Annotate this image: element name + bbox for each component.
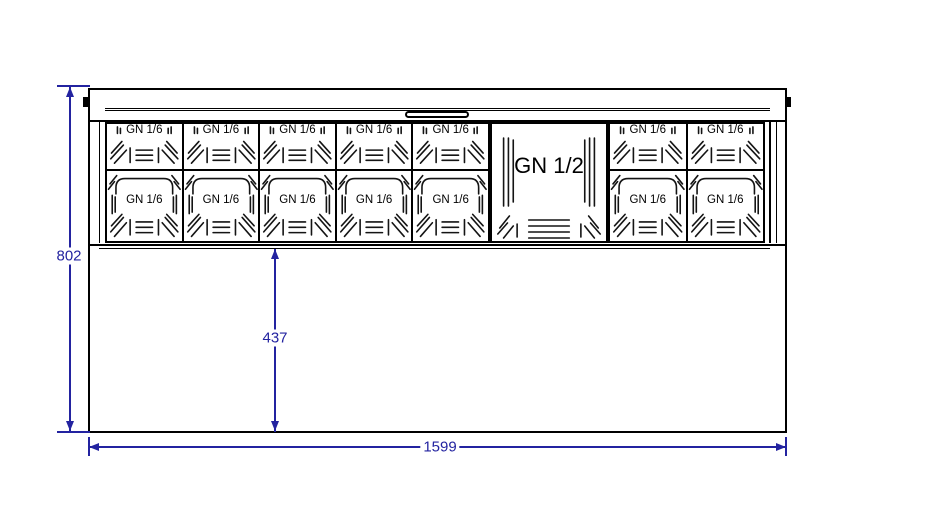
dim-width-arrow-right	[776, 443, 786, 451]
pan-hatch-icon	[337, 124, 412, 169]
dim-depth-arrow-bottom	[271, 421, 279, 431]
pan-label: GN 1/6	[126, 194, 163, 206]
gn16-pan: GN 1/6	[687, 124, 764, 169]
gn16-pan: GN 1/6	[336, 171, 412, 241]
pan-hatch-icon	[688, 171, 764, 241]
pan-hatch-icon	[688, 124, 764, 169]
pan-group-left: GN 1/6 GN 1/6 GN 1/6 GN 1/6 GN 1/6 GN 1/6 GN 1…	[105, 122, 490, 243]
gn16-pan: GN 1/6	[107, 171, 182, 241]
gn16-pan: GN 1/6	[183, 171, 259, 241]
pan-group-center: GN 1/2	[490, 122, 608, 243]
gn16-pan: GN 1/6	[260, 171, 335, 241]
dim-width-label: 1599	[420, 438, 460, 456]
tray-rail-right-inner	[776, 122, 777, 243]
tray-bottom-inner-edge	[99, 248, 770, 249]
dim-width-arrow-left	[89, 443, 99, 451]
pan-label: GN 1/6	[355, 124, 393, 136]
gn16-pan: GN 1/6	[413, 171, 488, 241]
pan-label: GN 1/6	[279, 194, 316, 206]
dim-height-ext-bottom	[57, 431, 90, 433]
pan-hatch-icon	[260, 124, 335, 169]
pan-label: GN 1/6	[126, 124, 163, 136]
pan-hatch-icon	[184, 124, 259, 169]
tray-rail-right-outer	[769, 122, 771, 243]
pan-label: GN 1/2	[514, 153, 584, 178]
pan-hatch-icon	[610, 124, 686, 169]
lid-handle	[405, 111, 469, 118]
pan-hatch-icon	[107, 171, 182, 241]
pan-hatch-icon	[492, 124, 606, 241]
pan-label: GN 1/6	[279, 124, 316, 136]
pan-label: GN 1/6	[432, 124, 469, 136]
dim-height-arrow-bottom	[66, 421, 74, 431]
tray-bottom-edge	[88, 244, 787, 246]
gn16-pan: GN 1/6	[183, 124, 259, 169]
gn16-pan: GN 1/6	[260, 124, 335, 169]
pan-hatch-icon	[413, 124, 488, 169]
dim-width-ext-left	[88, 437, 90, 456]
pan-label: GN 1/6	[707, 124, 744, 136]
dim-height-label: 802	[53, 247, 85, 265]
gn16-pan: GN 1/6	[610, 124, 686, 169]
pan-label: GN 1/6	[707, 194, 744, 206]
pan-label: GN 1/6	[629, 124, 666, 136]
dim-height-arrow-top	[66, 87, 74, 97]
gn16-pan: GN 1/6	[413, 124, 488, 169]
gn16-pan: GN 1/6	[687, 171, 764, 241]
pan-hatch-icon	[260, 171, 335, 241]
hinge-notch-left	[83, 97, 88, 107]
pan-hatch-icon	[337, 171, 412, 241]
tray-rail-left	[99, 122, 100, 243]
gn12-pan: GN 1/2	[492, 124, 606, 241]
dim-depth-label: 437	[259, 329, 291, 347]
gn16-pan: GN 1/6	[610, 171, 686, 241]
pan-hatch-icon	[413, 171, 488, 241]
band-inner-line	[105, 108, 770, 111]
pan-label: GN 1/6	[202, 194, 240, 206]
pan-group-right: GN 1/6 GN 1/6 GN 1/6 GN 1/6	[608, 122, 765, 243]
dim-depth-arrow-top	[271, 249, 279, 259]
pan-label: GN 1/6	[432, 194, 469, 206]
pan-label: GN 1/6	[202, 124, 240, 136]
pan-hatch-icon	[107, 124, 182, 169]
pan-hatch-icon	[610, 171, 686, 241]
gn16-pan: GN 1/6	[336, 124, 412, 169]
hinge-notch-right	[786, 97, 791, 107]
dim-height-ext-top	[57, 85, 90, 87]
pan-label: GN 1/6	[629, 194, 666, 206]
pan-label: GN 1/6	[355, 194, 393, 206]
pan-hatch-icon	[184, 171, 259, 241]
gn16-pan: GN 1/6	[107, 124, 182, 169]
